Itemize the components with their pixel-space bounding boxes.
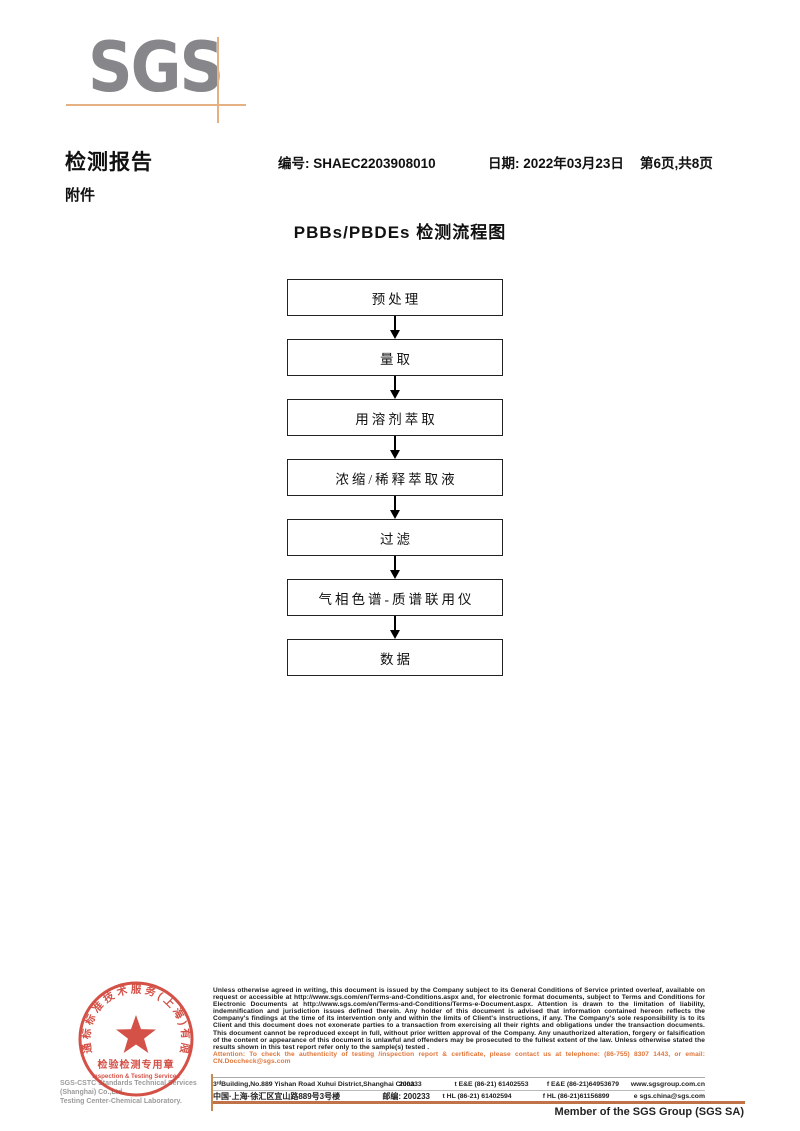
stamp-seal-cn: 检验检测专用章 (98, 1058, 175, 1071)
postcode-en: 200233 (399, 1080, 422, 1088)
stamp-ring (78, 981, 194, 1097)
report-date: 日期: 2022年03月23日 (488, 152, 624, 172)
flow-step-gcms: 气相色谱-质谱联用仪 (287, 579, 503, 616)
phone-en: t E&E (86-21) 61402553 (454, 1080, 529, 1088)
report-date-label: 日期: (488, 156, 520, 171)
flowchart-title: PBBs/PBDEs 检测流程图 (293, 223, 507, 242)
address-row-cn: 中国·上海·徐汇区宜山路889号3号楼 邮编: 200233 t HL (86-… (213, 1090, 705, 1102)
company-name-line2: Testing Center-Chemical Laboratory. (60, 1098, 182, 1105)
address-row-en: 3ʳᵈBuilding,No.889 Yishan Road Xuhui Dis… (213, 1078, 705, 1090)
phone-cn: t HL (86-21) 61402594 (442, 1093, 512, 1100)
down-arrow-icon (390, 496, 400, 519)
down-arrow-icon (390, 616, 400, 639)
fax-en: f E&E (86-21)64953679 (546, 1080, 620, 1088)
down-arrow-icon (390, 376, 400, 399)
address-cn: 中国·上海·徐汇区宜山路889号3号楼 (213, 1092, 341, 1101)
stamp-star-icon (116, 1015, 156, 1053)
address-block: 3ʳᵈBuilding,No.889 Yishan Road Xuhui Dis… (213, 1077, 705, 1102)
report-number: 编号: SHAEC2203908010 (278, 152, 436, 172)
attachment-label: 附件 (65, 187, 96, 204)
down-arrow-icon (390, 316, 400, 339)
flow-step-measure: 量取 (287, 339, 503, 376)
address-en: 3ʳᵈBuilding,No.889 Yishan Road Xuhui Dis… (213, 1080, 415, 1088)
website-url: www.sgsgroup.com.cn (630, 1080, 705, 1088)
flow-step-pretreatment: 预处理 (287, 279, 503, 316)
down-arrow-icon (390, 556, 400, 579)
sgs-member-text: Member of the SGS Group (SGS SA) (554, 1106, 744, 1118)
red-seal-stamp: 通标标准技术服务(上海)有限公司 检验检测专用章 Inspection & Te… (76, 979, 194, 1097)
report-number-label: 编号: (278, 156, 310, 171)
footer-vertical-line (211, 1074, 213, 1111)
down-arrow-icon (390, 436, 400, 459)
attention-text: Attention: To check the authenticity of … (213, 1050, 705, 1065)
flow-step-solvent-extraction: 用溶剂萃取 (287, 399, 503, 436)
footer-divider-line (213, 1101, 745, 1104)
logo-horizontal-line (66, 104, 246, 106)
flowchart: 预处理 量取 用溶剂萃取 浓缩/稀释萃取液 过滤 气相色谱-质谱联用仪 数据 (287, 279, 503, 676)
stamp-seal-en: Inspection & Testing Services (92, 1073, 180, 1080)
postcode-cn: 邮编: 200233 (382, 1092, 430, 1101)
email-address: e sgs.china@sgs.com (633, 1093, 706, 1100)
legal-disclaimer: Unless otherwise agreed in writing, this… (213, 987, 705, 1065)
flow-step-concentrate-dilute: 浓缩/稀释萃取液 (287, 459, 503, 496)
report-number-value: SHAEC2203908010 (313, 156, 436, 171)
legal-text: Unless otherwise agreed in writing, this… (213, 987, 705, 1051)
flow-step-data: 数据 (287, 639, 503, 676)
company-name-line1: SGS-CSTC Standards Technical Services (S… (60, 1080, 197, 1096)
fax-cn: f HL (86-21)61156899 (542, 1093, 610, 1100)
flow-step-filter: 过滤 (287, 519, 503, 556)
page-indicator: 第6页,共8页 (640, 156, 713, 171)
company-name-text: SGS-CSTC Standards Technical Services (S… (60, 1079, 220, 1106)
report-date-value: 2022年03月23日 (523, 156, 624, 171)
logo-vertical-line (217, 37, 219, 123)
report-title: 检测报告 (65, 151, 153, 174)
sgs-logo: SGS (88, 26, 224, 109)
